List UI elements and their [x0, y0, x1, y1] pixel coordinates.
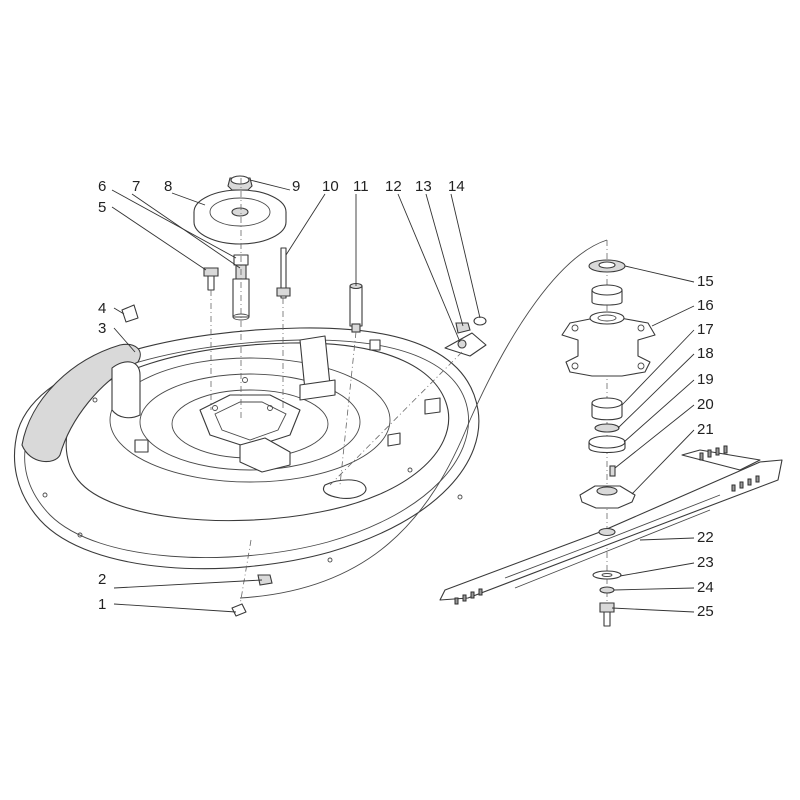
callout-10: 10 [322, 178, 339, 195]
callout-3: 3 [98, 320, 106, 337]
callout-9: 9 [292, 178, 300, 195]
callout-12: 12 [385, 178, 402, 195]
callout-21: 21 [697, 421, 714, 438]
callout-labels: 1 2 3 4 5 6 7 8 9 10 11 12 13 14 15 16 1… [98, 178, 714, 620]
mower-deck [13, 239, 608, 599]
callout-11: 11 [353, 178, 369, 195]
callout-5: 5 [98, 199, 106, 216]
callout-2: 2 [98, 571, 106, 588]
callout-17: 17 [697, 321, 714, 338]
callout-22: 22 [697, 529, 714, 546]
callout-6: 6 [98, 178, 106, 195]
callout-23: 23 [697, 554, 714, 571]
callout-18: 18 [697, 345, 714, 362]
blade-spindle-assembly [439, 240, 783, 627]
callout-13: 13 [415, 178, 432, 195]
callout-16: 16 [697, 297, 714, 314]
callout-1: 1 [98, 596, 106, 613]
callout-20: 20 [697, 396, 714, 413]
leader-lines [111, 179, 695, 613]
callout-25: 25 [697, 603, 714, 620]
callout-8: 8 [164, 178, 172, 195]
callout-19: 19 [697, 371, 714, 388]
callout-7: 7 [132, 178, 140, 195]
callout-14: 14 [448, 178, 465, 195]
callout-24: 24 [697, 579, 714, 596]
callout-15: 15 [697, 273, 714, 290]
callout-4: 4 [98, 300, 106, 317]
pulley-assembly [121, 175, 487, 617]
